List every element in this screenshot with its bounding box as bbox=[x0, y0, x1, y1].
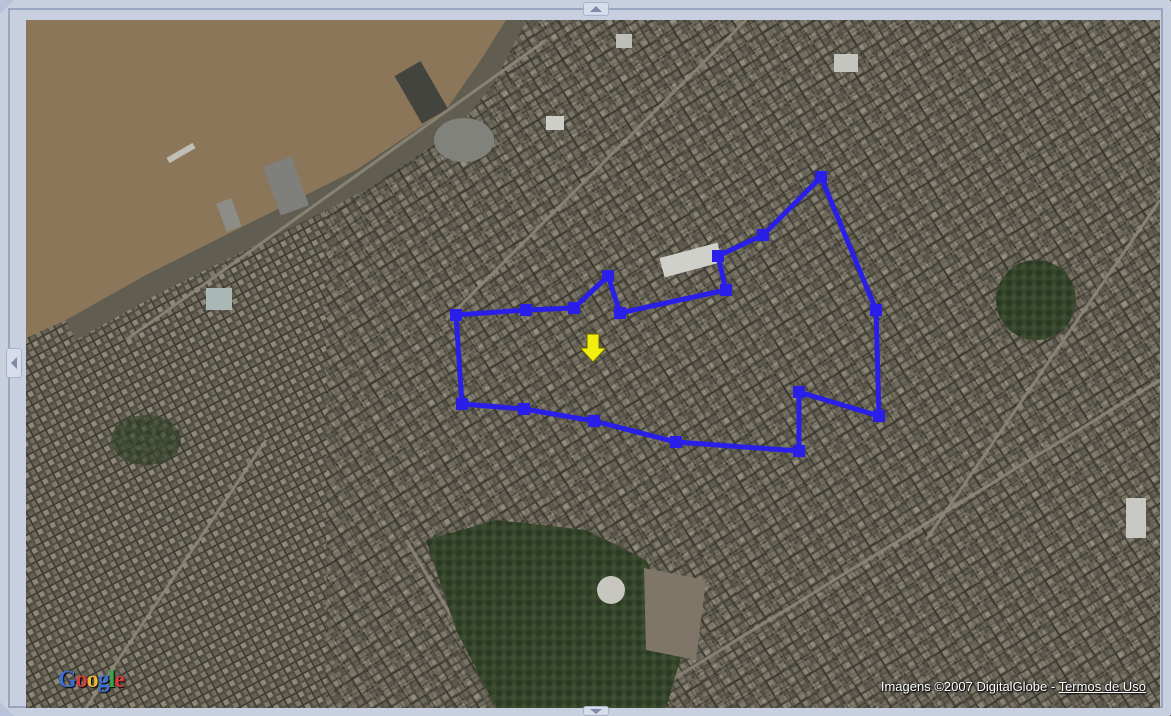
google-logo[interactable]: Google bbox=[58, 667, 125, 693]
triangle-down-icon bbox=[590, 708, 602, 714]
imagery-credit: Imagens ©2007 DigitalGlobe - bbox=[880, 679, 1059, 694]
arrow-down-icon[interactable] bbox=[578, 333, 608, 363]
satellite-map[interactable]: Google Imagens ©2007 DigitalGlobe - Term… bbox=[26, 20, 1160, 708]
pan-up-button[interactable] bbox=[583, 2, 609, 16]
pan-down-button[interactable] bbox=[583, 706, 609, 716]
triangle-up-icon bbox=[590, 6, 602, 12]
map-attribution: Imagens ©2007 DigitalGlobe - Termos de U… bbox=[881, 679, 1146, 694]
pan-left-button[interactable] bbox=[6, 348, 22, 378]
frame-corner-bottom-left bbox=[0, 702, 14, 716]
triangle-left-icon bbox=[11, 357, 17, 369]
frame-corner-top-left bbox=[0, 0, 14, 14]
route-polyline[interactable] bbox=[450, 171, 885, 457]
map-imagery bbox=[26, 20, 1160, 708]
terms-of-use-link[interactable]: Termos de Uso bbox=[1058, 679, 1146, 694]
